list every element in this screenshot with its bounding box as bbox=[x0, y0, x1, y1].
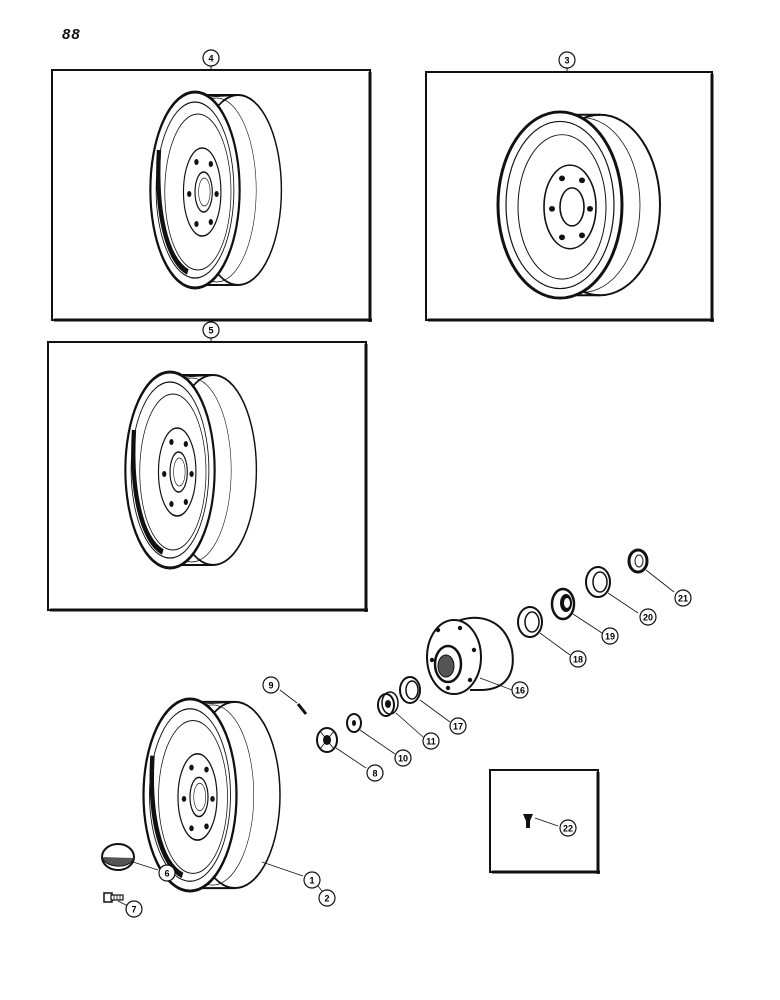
seal-icon bbox=[585, 566, 611, 598]
washer-icon bbox=[346, 713, 362, 733]
wheel-4-illustration bbox=[150, 92, 281, 288]
svg-text:22: 22 bbox=[563, 824, 573, 834]
wheel-5-panel bbox=[47, 338, 368, 612]
callout-9: 9 bbox=[262, 676, 280, 694]
callout-20: 20 bbox=[639, 608, 657, 626]
hub-icon bbox=[426, 616, 514, 695]
svg-text:1: 1 bbox=[309, 876, 314, 886]
svg-text:21: 21 bbox=[678, 594, 688, 604]
wheel-5-illustration bbox=[125, 372, 256, 568]
svg-text:7: 7 bbox=[131, 905, 136, 915]
wheel-4-panel bbox=[51, 66, 372, 322]
svg-text:4: 4 bbox=[208, 54, 213, 64]
svg-text:8: 8 bbox=[372, 769, 377, 779]
wheel-assembly bbox=[144, 699, 281, 891]
callout-22: 22 bbox=[559, 819, 577, 837]
callout-4: 4 bbox=[202, 49, 220, 67]
svg-text:5: 5 bbox=[208, 326, 213, 336]
callout-8: 8 bbox=[366, 764, 384, 782]
bolt-icon bbox=[103, 892, 124, 903]
callout-7: 7 bbox=[125, 900, 143, 918]
dust-seal-icon bbox=[627, 548, 649, 574]
svg-text:3: 3 bbox=[564, 56, 569, 66]
wheel-3-panel bbox=[425, 68, 714, 322]
cotter-pin-icon bbox=[296, 703, 308, 715]
castle-nut-icon bbox=[316, 727, 338, 753]
callout-2: 2 bbox=[318, 889, 336, 907]
inner-bearing-cone-icon bbox=[550, 587, 576, 621]
valve-stem-panel bbox=[489, 769, 600, 874]
outer-bearing-cone-icon bbox=[377, 691, 399, 717]
callout-18: 18 bbox=[569, 650, 587, 668]
bearing-cup-icon bbox=[399, 676, 421, 704]
hub-cap-icon bbox=[101, 843, 135, 871]
svg-text:10: 10 bbox=[398, 754, 408, 764]
callout-6: 6 bbox=[158, 864, 176, 882]
svg-text:18: 18 bbox=[573, 655, 583, 665]
callout-10: 10 bbox=[394, 749, 412, 767]
callout-19: 19 bbox=[601, 627, 619, 645]
svg-text:9: 9 bbox=[268, 681, 273, 691]
svg-text:16: 16 bbox=[515, 686, 525, 696]
callout-16: 16 bbox=[511, 681, 529, 699]
svg-text:6: 6 bbox=[164, 869, 169, 879]
wheel-1-2-illustration bbox=[144, 699, 281, 891]
inner-bearing-cup-icon bbox=[517, 606, 543, 638]
callout-1: 1 bbox=[303, 871, 321, 889]
page-number: 88 bbox=[62, 26, 81, 43]
callout-11: 11 bbox=[422, 732, 440, 750]
wheel-3-illustration bbox=[496, 110, 662, 300]
svg-text:17: 17 bbox=[453, 722, 463, 732]
callout-17: 17 bbox=[449, 717, 467, 735]
svg-text:20: 20 bbox=[643, 613, 653, 623]
callout-21: 21 bbox=[674, 589, 692, 607]
svg-text:19: 19 bbox=[605, 632, 615, 642]
valve-stem-icon bbox=[523, 814, 533, 828]
callout-3: 3 bbox=[558, 51, 576, 69]
svg-text:11: 11 bbox=[426, 737, 436, 747]
svg-text:2: 2 bbox=[324, 894, 329, 904]
callout-5: 5 bbox=[202, 321, 220, 339]
